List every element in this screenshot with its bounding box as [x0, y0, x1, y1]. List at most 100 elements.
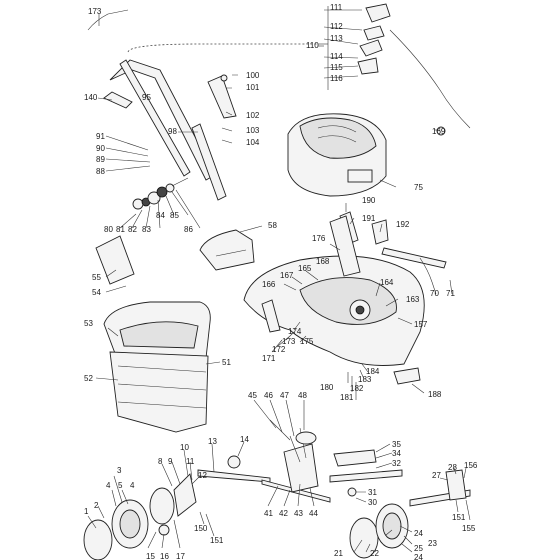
callout-23: 23 [428, 539, 437, 548]
callout-34: 34 [392, 449, 401, 458]
callout-8: 8 [158, 457, 163, 466]
callout-48: 48 [298, 391, 307, 400]
callout-86: 86 [184, 225, 193, 234]
callout-24b: 24 [414, 553, 423, 560]
callout-91: 91 [96, 132, 105, 141]
drive-gear-part [149, 487, 175, 525]
brake-lever-part [207, 75, 237, 119]
callout-190: 190 [362, 196, 376, 205]
callout-171: 171 [262, 354, 276, 363]
callout-114: 114 [330, 52, 343, 61]
callout-181: 181 [340, 393, 354, 402]
callout-169: 168 [316, 257, 330, 266]
callout-41: 41 [264, 509, 273, 518]
callout-12: 12 [198, 471, 207, 480]
callout-82: 82 [128, 225, 137, 234]
callout-53: 53 [84, 319, 93, 328]
callout-112: 112 [330, 22, 343, 31]
callout-27: 27 [432, 471, 441, 480]
hubcap-part [83, 519, 113, 560]
callout-176: 176 [312, 234, 326, 243]
callout-182: 182 [350, 384, 364, 393]
callout-101: 101 [246, 83, 260, 92]
callout-150: 150 [194, 524, 208, 533]
callout-110: 110 [306, 41, 319, 50]
callout-155: 151 [452, 513, 466, 522]
catcher-bag [109, 351, 209, 433]
throttle-lever-part [365, 3, 391, 23]
callout-43: 43 [294, 509, 303, 518]
callout-4b: 4 [130, 481, 135, 490]
callout-192: 192 [396, 220, 410, 229]
callout-184: 184 [366, 367, 380, 376]
callout-25: 25 [414, 544, 423, 553]
callout-13: 13 [208, 437, 217, 446]
callout-81: 81 [116, 225, 125, 234]
throttle-cable [389, 29, 471, 129]
callout-180: 180 [320, 383, 334, 392]
callout-168: 167 [280, 271, 294, 280]
callout-88: 88 [96, 167, 105, 176]
callout-98: 98 [168, 127, 177, 136]
callout-89: 89 [96, 155, 105, 164]
callout-100: 100 [246, 71, 260, 80]
callout-102: 102 [246, 111, 260, 120]
callout-22: 22 [370, 549, 379, 558]
callout-10: 10 [180, 443, 189, 452]
callout-28: 28 [448, 463, 457, 472]
callout-1: 1 [84, 507, 89, 516]
handle-knob-part [103, 91, 133, 109]
callout-24a: 24 [414, 529, 423, 538]
callout-175: 175 [300, 337, 314, 346]
callout-16: 16 [160, 552, 169, 560]
callout-52: 52 [84, 374, 93, 383]
mulching-plug-part [95, 235, 135, 285]
callout-92: 173 [88, 7, 102, 16]
callout-71: 71 [446, 289, 455, 298]
callout-15: 15 [146, 552, 155, 560]
blade-part [329, 469, 403, 483]
washer-part [132, 198, 144, 210]
callout-11: 11 [186, 457, 195, 466]
callout-116: 116 [330, 74, 343, 83]
blade-adapter-part [333, 449, 377, 467]
callout-104: 104 [246, 138, 260, 147]
callout-115: 115 [330, 63, 343, 72]
callout-188: 188 [428, 390, 442, 399]
callout-58: 58 [268, 221, 277, 230]
gearbox-part [283, 443, 319, 493]
callout-103: 103 [246, 126, 260, 135]
callout-111: 111 [330, 3, 343, 12]
callout-5: 5 [118, 481, 123, 490]
callout-173: 173 [282, 337, 296, 346]
callout-156: 155 [462, 524, 476, 533]
callout-113: 113 [330, 34, 343, 43]
side-plate-part [393, 367, 421, 385]
callout-167: 166 [262, 280, 276, 289]
callout-9: 9 [168, 457, 173, 466]
callout-32: 32 [392, 459, 401, 468]
callout-151: 151 [210, 536, 224, 545]
callout-labels: 173 111 112 113 110 114 115 116 100 101 … [84, 3, 478, 560]
cable-route-dashed [127, 43, 318, 53]
callout-44: 44 [309, 509, 318, 518]
callout-35: 35 [392, 440, 401, 449]
callout-83: 83 [142, 225, 151, 234]
callout-70: 70 [430, 289, 439, 298]
callout-30: 30 [368, 498, 377, 507]
rear-axle-part [197, 469, 271, 483]
callout-47: 47 [280, 391, 289, 400]
callout-172: 172 [272, 345, 286, 354]
callout-164: 163 [406, 295, 420, 304]
callout-3: 3 [117, 466, 122, 475]
rear-guard-part [199, 229, 255, 271]
callout-75: 75 [414, 183, 423, 192]
callout-174: 174 [288, 327, 302, 336]
callout-165: 164 [380, 278, 394, 287]
callout-4a: 4 [106, 481, 111, 490]
callout-51: 51 [222, 358, 231, 367]
cable-clip-part [87, 9, 129, 31]
callout-54: 54 [92, 288, 101, 297]
